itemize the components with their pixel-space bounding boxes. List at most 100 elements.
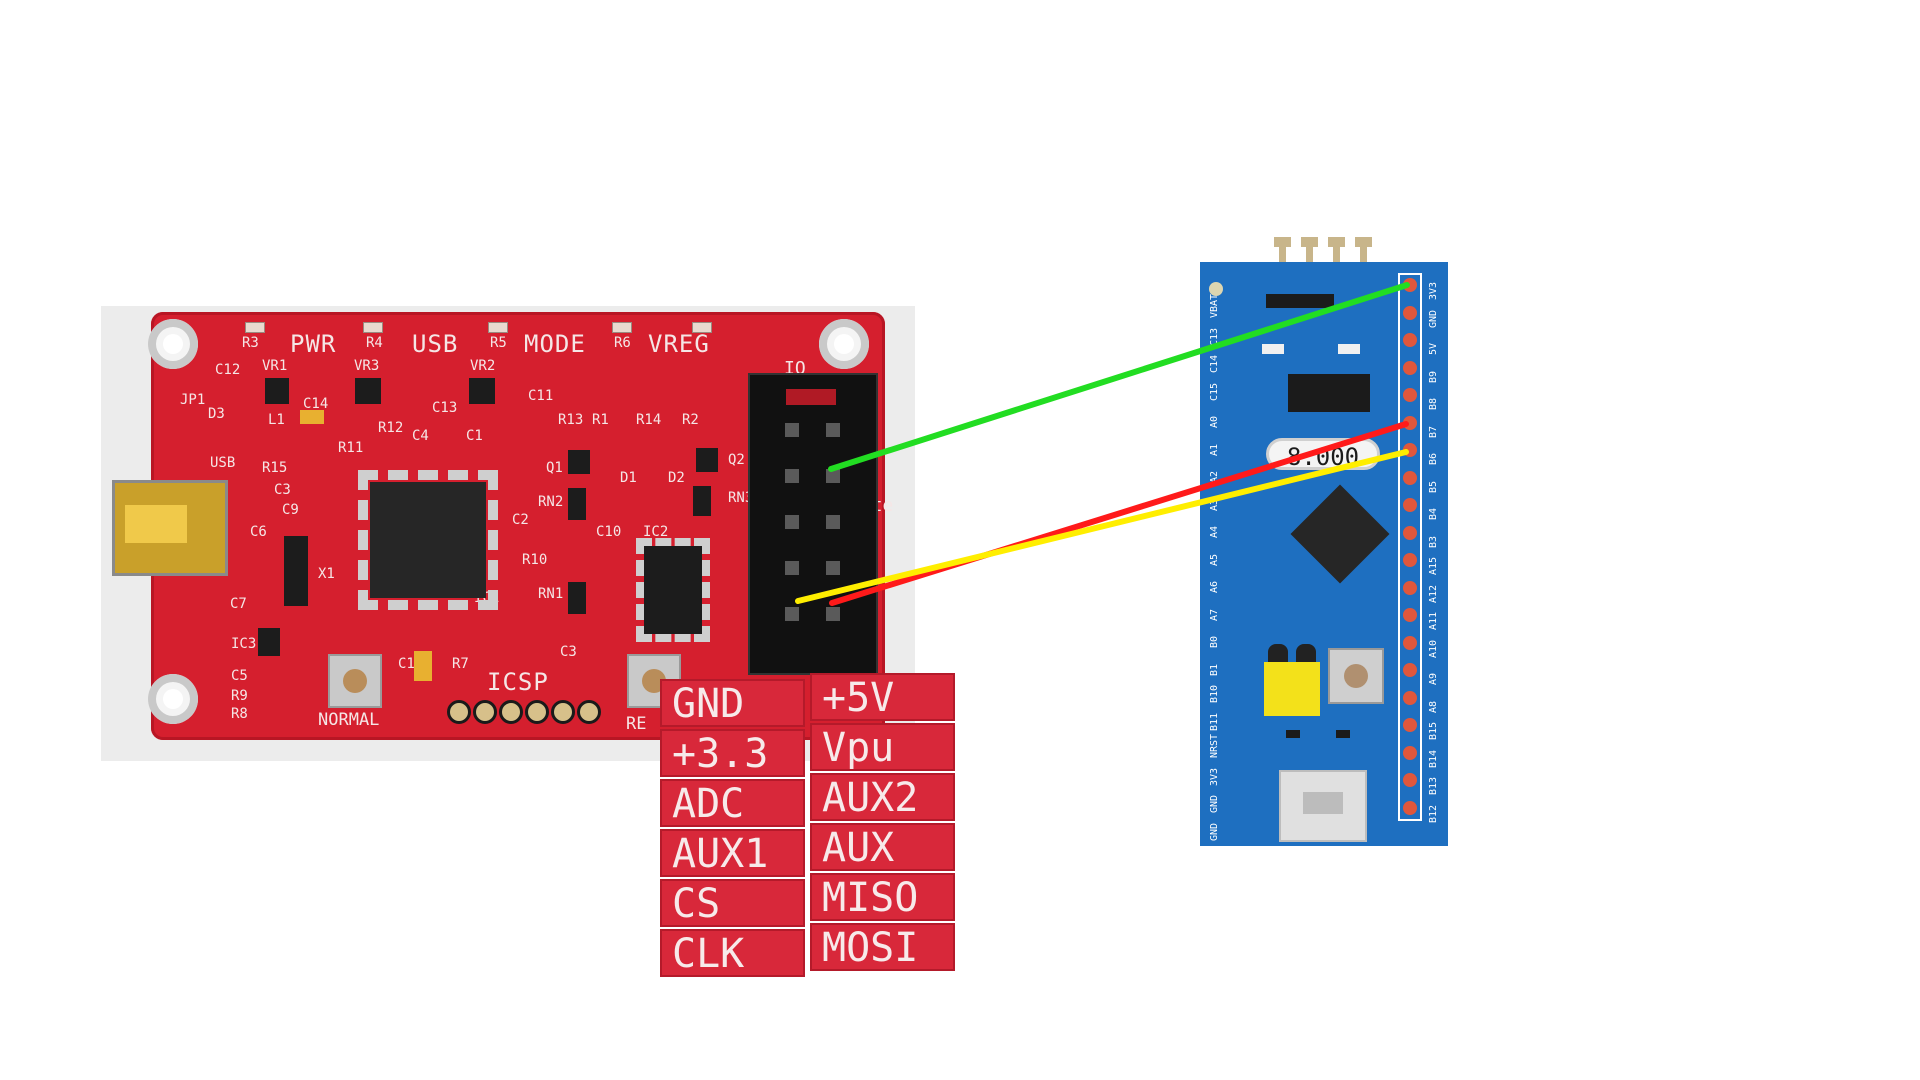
silk-usb-side: USB: [210, 455, 236, 471]
io-header-key-tab: [786, 389, 836, 405]
pin-label-aux: AUX: [810, 823, 955, 871]
c15-tantalum: [414, 651, 432, 681]
silk-c13: C13: [432, 400, 458, 416]
pin-label-mosi: MOSI: [810, 923, 955, 971]
pin-label-gnd: GND: [660, 679, 805, 727]
blue-pill-pin-hole: [1403, 800, 1417, 815]
silk-vr2: VR2: [470, 358, 496, 374]
mini-usb-connector: [112, 480, 228, 576]
blue-pill-pin-hole: [1403, 635, 1417, 650]
silk-r10: R10: [522, 552, 548, 568]
silk-q2: Q2: [728, 452, 745, 468]
blue-pill-left-pin-label: GND: [1209, 822, 1220, 841]
ic2-chip: [636, 538, 710, 642]
pin-label-cs: CS: [660, 879, 805, 927]
blue-pill-right-pin-label: B15: [1428, 721, 1439, 740]
pinout-column-left: GND +3.3 ADC AUX1 CS CLK: [660, 679, 805, 979]
io-header-connector: [748, 373, 878, 675]
silk-r3: R3: [242, 335, 259, 351]
pin-label-5v: +5V: [810, 673, 955, 721]
blue-pill-left-pin-label: A2: [1209, 470, 1220, 483]
blue-pill-left-pin-label: A7: [1209, 608, 1220, 621]
silk-q1: Q1: [546, 460, 563, 476]
x1-crystal: [284, 536, 308, 606]
pin-label-3v3: +3.3: [660, 729, 805, 777]
silk-r13: R13: [558, 412, 584, 428]
blue-pill-right-pin-label: A11: [1428, 611, 1439, 630]
blue-pill-left-pin-label: B10: [1209, 684, 1220, 703]
icsp-pin-2: [473, 700, 497, 724]
silk-r6: R6: [614, 335, 631, 351]
blue-pill-pin-hole: [1403, 498, 1417, 512]
rn3-chip: [693, 486, 711, 516]
blue-pill-pin-hole: [1403, 470, 1417, 485]
silk-ic3: IC3: [231, 636, 257, 652]
silk-d2: D2: [668, 470, 685, 486]
blue-pill-reset-button[interactable]: [1328, 648, 1384, 704]
silk-d1: D1: [620, 470, 637, 486]
pin-label-clk: CLK: [660, 929, 805, 977]
silk-c2: C2: [512, 512, 529, 528]
blue-pill-pin-hole: [1403, 663, 1417, 677]
silk-normal: NORMAL: [318, 710, 380, 730]
silk-r1: R1: [592, 412, 609, 428]
blue-pill-pin-hole: [1403, 745, 1417, 760]
voltage-regulator-chip: [1288, 374, 1370, 412]
blue-pill-left-pin-label: A6: [1209, 580, 1220, 593]
q2-chip: [696, 448, 718, 472]
blue-pill-left-pin-label: C15: [1209, 382, 1220, 401]
blue-pill-right-pin-label: 3V3: [1428, 281, 1439, 300]
blue-pill-pin-hole: [1403, 415, 1417, 430]
pin-label-miso: MISO: [810, 873, 955, 921]
blue-pill-right-pin-label: B3: [1428, 535, 1439, 548]
silk-mode: MODE: [524, 330, 586, 358]
icsp-pin-1: [447, 700, 471, 724]
silk-x1: X1: [318, 566, 335, 582]
silk-r15: R15: [262, 460, 288, 476]
silk-r11: R11: [338, 440, 364, 456]
silk-c5: C5: [231, 668, 248, 684]
blue-pill-right-pin-strip: [1398, 273, 1422, 821]
pin-label-aux1: AUX1: [660, 829, 805, 877]
silk-rn2: RN2: [538, 494, 564, 510]
silk-r12: R12: [378, 420, 404, 436]
silk-c11: C11: [528, 388, 554, 404]
blue-pill-pin-hole: [1403, 443, 1417, 457]
q1-chip: [568, 450, 590, 474]
mount-hole-top-left: [148, 319, 198, 369]
smd-led-right: [1338, 344, 1360, 354]
rn1-chip: [568, 582, 586, 614]
blue-pill-pin-hole: [1403, 773, 1417, 787]
silk-r7: R7: [452, 656, 469, 672]
silk-c12: C12: [215, 362, 241, 378]
silk-l1: L1: [268, 412, 285, 428]
blue-pill-left-pin-label: B0: [1209, 635, 1220, 648]
blue-pill-pin-hole: [1403, 525, 1417, 540]
blue-pill-right-pin-label: A8: [1428, 700, 1439, 713]
silk-c4: C4: [412, 428, 429, 444]
pic-microcontroller: [358, 470, 498, 610]
bus-pirate-pinout-labels: GND +3.3 ADC AUX1 CS CLK +5V Vpu AUX2 AU…: [660, 673, 956, 991]
blue-pill-right-pin-label: 5V: [1428, 342, 1439, 355]
blue-pill-left-pin-label: C13: [1209, 327, 1220, 346]
icsp-pin-4: [525, 700, 549, 724]
ic3-chip: [258, 628, 280, 656]
micro-usb-connector[interactable]: [1279, 770, 1367, 842]
blue-pill-right-pin-label: B5: [1428, 480, 1439, 493]
silk-vr3: VR3: [354, 358, 380, 374]
smd-part-2: [1336, 730, 1350, 738]
led-mode: [488, 322, 508, 333]
silk-r8: R8: [231, 706, 248, 722]
blue-pill-left-pin-label: 3V3: [1209, 767, 1220, 786]
vr2-chip: [469, 378, 495, 404]
vr3-chip: [355, 378, 381, 404]
blue-pill-pin-hole: [1403, 718, 1417, 732]
blue-pill-left-pin-label: C14: [1209, 354, 1220, 373]
c14-tantalum: [300, 410, 324, 424]
boot-jumpers[interactable]: [1264, 644, 1320, 716]
silk-c6: C6: [250, 524, 267, 540]
blue-pill-right-pin-label: B9: [1428, 370, 1439, 383]
blue-pill-right-pin-label: A10: [1428, 639, 1439, 658]
silk-r4: R4: [366, 335, 383, 351]
